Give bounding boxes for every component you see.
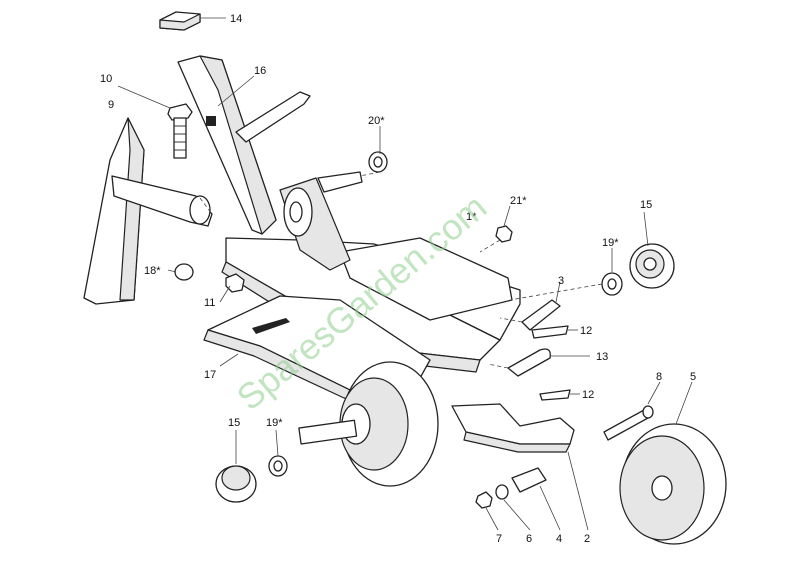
callout-label[interactable]: 2 <box>584 533 590 545</box>
callout-label[interactable]: 1* <box>466 211 477 223</box>
part-washer-19-lower[interactable] <box>268 455 288 477</box>
part-bolt-8[interactable] <box>603 405 654 441</box>
callout-label[interactable]: 8 <box>656 371 662 383</box>
callout-leaders <box>117 17 693 531</box>
callout-label[interactable]: 3 <box>558 275 564 287</box>
part-spacer-4[interactable] <box>511 467 547 493</box>
callout-label[interactable]: 11 <box>204 297 215 309</box>
part-u-pin-13[interactable] <box>507 348 551 377</box>
callout-labels: 14 16 10 9 20* 1* 21* 15 19* 18* 3 11 12… <box>100 13 696 545</box>
part-drive-wheel[interactable] <box>298 361 439 487</box>
callout-label[interactable]: 5 <box>690 371 696 383</box>
part-bolt-upper[interactable] <box>167 103 193 159</box>
callout-label[interactable]: 20* <box>368 115 385 127</box>
part-cap-18[interactable] <box>174 263 194 281</box>
part-support-leg[interactable] <box>83 117 213 305</box>
part-chassis-frame[interactable] <box>221 171 521 373</box>
part-hub-15-upper[interactable] <box>629 243 675 289</box>
part-cap[interactable] <box>159 11 201 31</box>
part-hub-15-lower[interactable] <box>215 465 257 503</box>
part-pin-3[interactable] <box>521 299 561 331</box>
part-clip-12a[interactable] <box>531 325 569 339</box>
callout-label[interactable]: 7 <box>496 533 502 545</box>
callout-label[interactable]: 19* <box>602 237 619 249</box>
callout-label[interactable]: 9 <box>108 99 114 111</box>
part-wheel-5[interactable] <box>619 423 727 545</box>
part-washer-20[interactable] <box>368 151 388 173</box>
callout-label[interactable]: 16 <box>254 65 266 77</box>
callout-label[interactable]: 18* <box>144 265 161 277</box>
part-nut-7[interactable] <box>475 491 493 509</box>
callout-label[interactable]: 10 <box>100 73 112 85</box>
part-washer-6[interactable] <box>495 484 509 500</box>
part-clip-12b[interactable] <box>539 389 571 401</box>
part-nut-21[interactable] <box>495 225 513 243</box>
part-axle-bracket[interactable] <box>451 403 575 453</box>
callout-label[interactable]: 12 <box>580 325 592 337</box>
part-nut-11[interactable] <box>225 273 245 293</box>
callout-label[interactable]: 13 <box>596 351 608 363</box>
callout-label[interactable]: 21* <box>510 195 527 207</box>
part-handle-upright[interactable] <box>177 55 311 235</box>
callout-label[interactable]: 14 <box>230 13 242 25</box>
callout-label[interactable]: 15 <box>640 199 652 211</box>
callout-label[interactable]: 6 <box>526 533 532 545</box>
callout-label[interactable]: 15 <box>228 417 240 429</box>
callout-label[interactable]: 19* <box>266 417 283 429</box>
part-washer-19-upper[interactable] <box>601 272 623 296</box>
callout-label[interactable]: 12 <box>582 389 594 401</box>
callout-label[interactable]: 4 <box>556 533 562 545</box>
callout-label[interactable]: 17 <box>204 369 216 381</box>
